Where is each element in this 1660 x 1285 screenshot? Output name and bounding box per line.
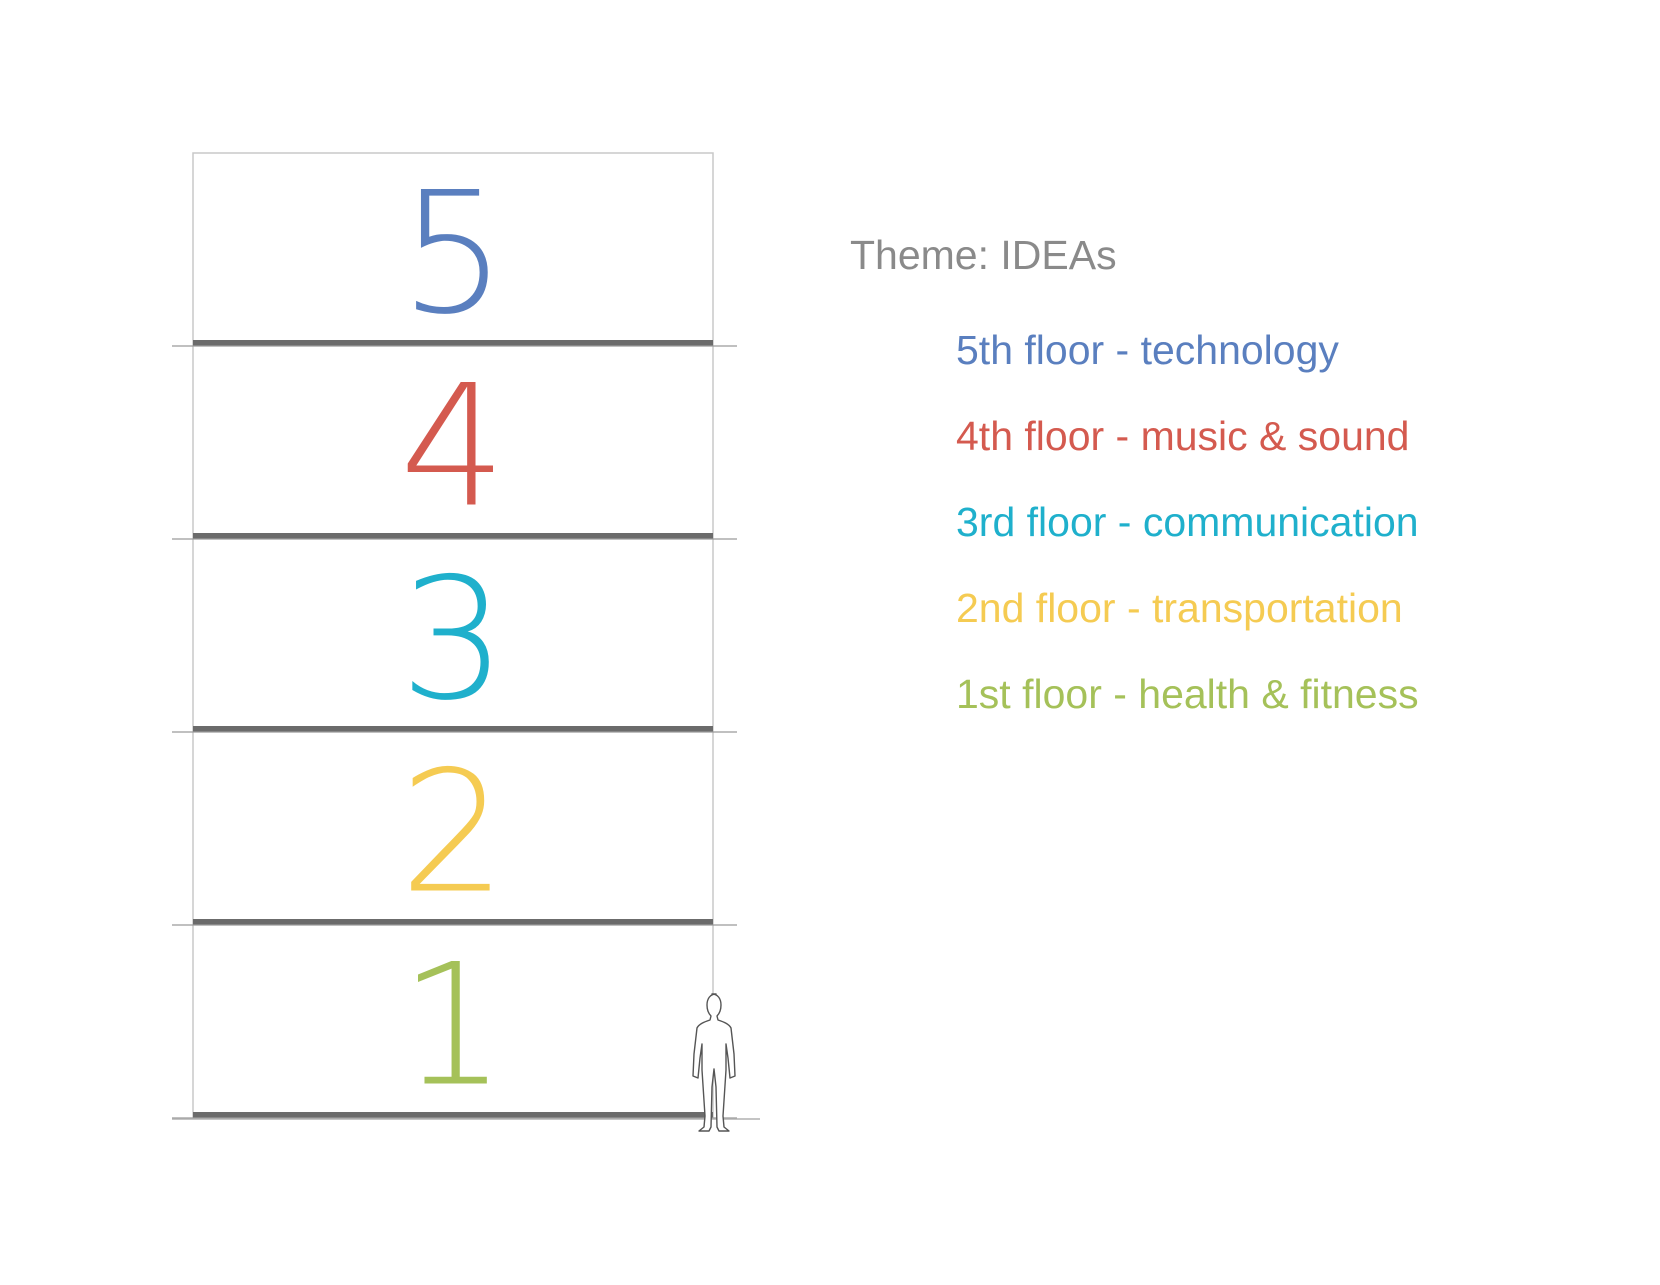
floor-slab-1 bbox=[193, 1112, 713, 1118]
person-silhouette-icon bbox=[692, 993, 736, 1132]
legend-item-floor-4: 4th floor - music & sound bbox=[956, 413, 1410, 459]
floor-number-4: 4 bbox=[400, 349, 507, 545]
legend-title: Theme: IDEAs bbox=[850, 232, 1117, 278]
floor-slab-3 bbox=[193, 726, 713, 732]
legend-item-floor-1: 1st floor - health & fitness bbox=[956, 671, 1419, 717]
floor-slab-5 bbox=[193, 340, 713, 346]
legend: Theme: IDEAs 5th floor - technology 4th … bbox=[850, 232, 1610, 715]
legend-item-floor-5: 5th floor - technology bbox=[956, 327, 1339, 373]
floor-number-1: 1 bbox=[400, 928, 507, 1124]
legend-item-floor-3: 3rd floor - communication bbox=[956, 499, 1419, 545]
floor-number-2: 2 bbox=[400, 735, 507, 931]
legend-list: 5th floor - technology 4th floor - music… bbox=[956, 330, 1596, 760]
floor-slab-2 bbox=[193, 919, 713, 925]
legend-item-floor-2: 2nd floor - transportation bbox=[956, 585, 1403, 631]
floor-number-3: 3 bbox=[400, 542, 507, 738]
floor-slab-4 bbox=[193, 533, 713, 539]
floor-number-5: 5 bbox=[400, 156, 507, 352]
